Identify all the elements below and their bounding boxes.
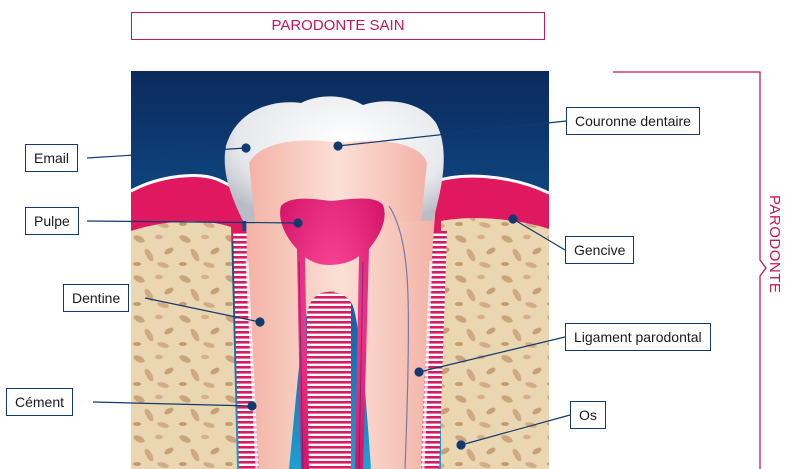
label-ligament-parodontal: Ligament parodontal [565, 323, 711, 351]
tooth-illustration [131, 71, 549, 469]
label-os: Os [570, 401, 606, 429]
label-gencive: Gencive [565, 236, 634, 264]
label-cement: Cément [6, 388, 73, 416]
label-couronne-dentaire: Couronne dentaire [566, 107, 700, 135]
label-dentine: Dentine [63, 284, 129, 312]
label-email: Email [25, 144, 78, 172]
label-pulpe: Pulpe [25, 207, 79, 235]
diagram-title: PARODONTE SAIN [131, 12, 545, 40]
parodonte-label: PARODONTE [766, 195, 783, 293]
